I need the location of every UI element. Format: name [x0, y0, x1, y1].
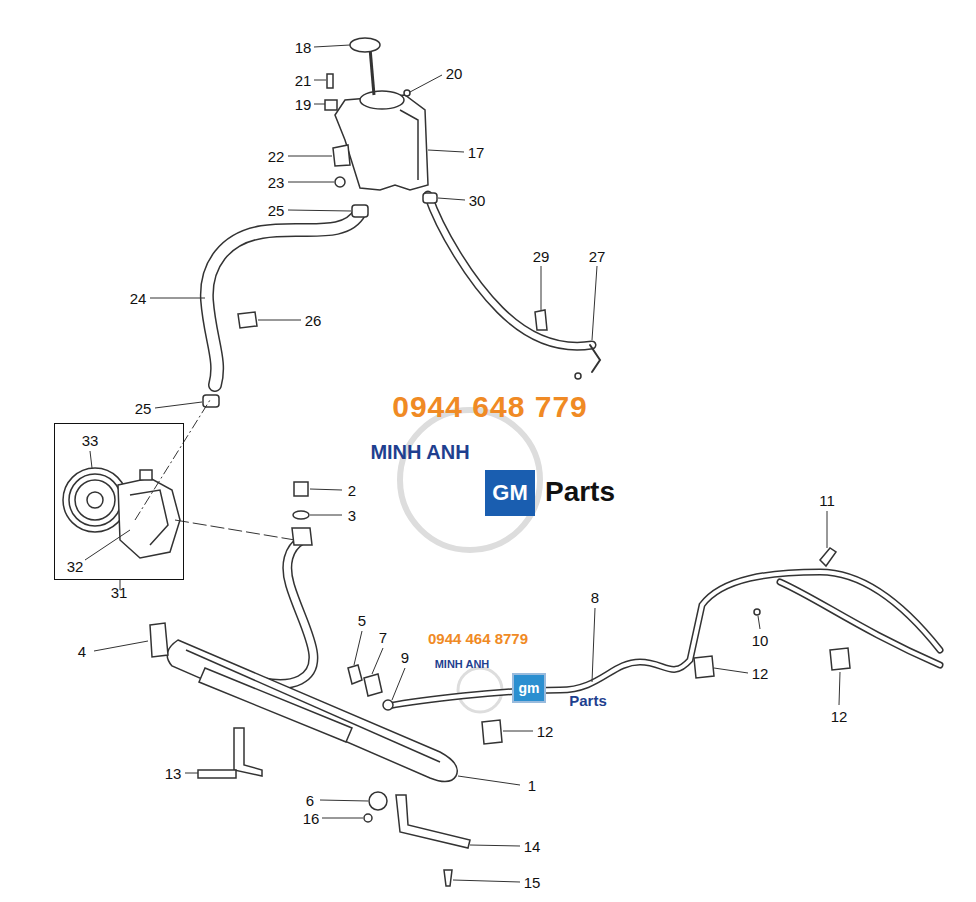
callout-number: 8: [591, 590, 599, 605]
callout-number: 13: [165, 766, 182, 781]
callout-number: 19: [295, 97, 312, 112]
callout-number: 15: [524, 875, 541, 890]
callout-number: 12: [831, 709, 848, 724]
callout-number: 32: [67, 559, 84, 574]
callout-number: 5: [358, 613, 366, 628]
callout-number: 7: [379, 630, 387, 645]
callout-number: 16: [303, 811, 320, 826]
watermark-phone: 0944 648 779: [392, 392, 588, 422]
callout-number: 4: [78, 644, 86, 659]
callout-number: 14: [524, 839, 541, 854]
callout-number: 31: [111, 585, 128, 600]
watermark-text: MINH ANH: [435, 659, 490, 670]
watermark-text: Parts: [545, 478, 615, 506]
callout-number: 17: [468, 145, 485, 160]
logo-text: GM: [492, 482, 527, 504]
callout-number: 18: [295, 40, 312, 55]
logo-square: [485, 470, 535, 516]
callout-number: 23: [268, 175, 285, 190]
callout-number: 24: [130, 291, 147, 306]
callout-number: 11: [819, 493, 835, 508]
callout-number: 25: [268, 203, 285, 218]
callout-number: 9: [401, 650, 409, 665]
callout-number: 21: [295, 73, 312, 88]
callout-number: 27: [589, 249, 606, 264]
callout-number: 10: [752, 633, 769, 648]
callout-number: 12: [537, 724, 554, 739]
callout-number: 33: [82, 433, 99, 448]
callout-number: 29: [533, 249, 550, 264]
callout-number: 12: [752, 666, 769, 681]
assembly-box: 31: [54, 423, 184, 580]
callout-number: 1: [528, 778, 536, 793]
logo-square: [513, 674, 545, 702]
callout-number: 30: [469, 193, 486, 208]
callout-number: 22: [268, 149, 285, 164]
callout-number: 2: [348, 483, 356, 498]
logo-text: gm: [519, 681, 540, 695]
watermark-text: Parts: [569, 693, 607, 708]
callout-number: 3: [348, 508, 356, 523]
watermark-phone: 0944 464 8779: [428, 631, 528, 646]
callout-number: 20: [446, 66, 463, 81]
callout-number: 6: [306, 793, 314, 808]
watermark-text: MINH ANH: [370, 442, 469, 462]
callout-number: 25: [135, 401, 152, 416]
callout-number: 26: [305, 313, 322, 328]
